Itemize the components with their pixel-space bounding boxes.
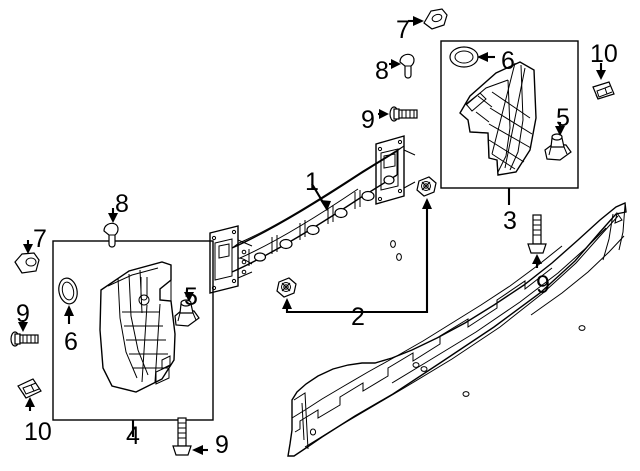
left-wedge-clip: [14, 252, 40, 274]
callout-label-6-left: 6: [64, 328, 78, 356]
callout-arrow-10l: [25, 397, 35, 407]
bumper-reinforcement-beam: [209, 135, 416, 294]
callout-arrow-5r: [555, 126, 565, 136]
nut-upper-right: [416, 176, 437, 197]
left-side-bracket-part: [99, 261, 176, 393]
callout-label-4: 4: [126, 422, 140, 450]
callout-label-1: 1: [305, 168, 319, 196]
callout-arrow-6l: [64, 305, 74, 316]
callout-label-9-right: 9: [536, 271, 550, 299]
left-flange-bolt: [10, 331, 39, 347]
left-retainer-clip: [174, 299, 200, 327]
left-push-pin: [103, 222, 119, 248]
callout-arrow-5l: [184, 292, 194, 302]
callout-arrow-2a: [282, 298, 292, 309]
callout-arrow-8t: [391, 59, 401, 69]
callout-label-8-left: 8: [115, 190, 129, 218]
callout-label-9-top: 9: [361, 106, 375, 134]
callout-label-8-top: 8: [375, 57, 389, 85]
callout-arrow-1: [320, 200, 331, 211]
callout-arrow-10r: [596, 70, 606, 80]
right-side-bracket-part: [459, 61, 537, 176]
callout-label-6-right: 6: [501, 47, 515, 75]
top-wedge-clip: [423, 8, 448, 30]
callout-label-7-top: 7: [396, 16, 410, 44]
rear-bumper-cover: [287, 201, 627, 457]
callout-arrow-6r: [477, 52, 488, 62]
callout-arrow-9t: [379, 109, 389, 119]
callout-label-10-right: 10: [590, 40, 618, 68]
callout-arrow-9l: [18, 322, 28, 332]
callout-label-5-right: 5: [556, 104, 570, 132]
callout-arrow-9b: [192, 445, 203, 455]
right-grommet: [449, 46, 479, 68]
callout-arrow-8l: [108, 213, 118, 223]
left-grommet: [58, 277, 78, 305]
right-long-bolt: [527, 214, 547, 254]
callout-arrow-9r: [532, 254, 542, 264]
top-flange-bolt: [389, 106, 418, 122]
callout-label-5-left: 5: [184, 283, 198, 311]
top-push-pin: [399, 53, 415, 79]
callout-label-3: 3: [503, 207, 517, 235]
reinforcement-nuts: [276, 176, 437, 298]
callout-label-7-left: 7: [33, 225, 47, 253]
callout-arrow-2b: [422, 198, 432, 209]
right-retainer-clip: [544, 133, 572, 161]
callout-arrow-7t: [413, 16, 424, 26]
callout-label-9-left: 9: [16, 300, 30, 328]
bottom-long-bolt: [172, 417, 192, 456]
left-square-nut: [17, 378, 42, 399]
right-square-nut: [592, 81, 615, 100]
nut-lower-left: [276, 277, 297, 298]
callout-label-9-bottom: 9: [215, 431, 229, 459]
callout-label-10-left: 10: [24, 418, 52, 446]
callout-label-2: 2: [351, 303, 365, 331]
callout-arrow-7l: [23, 244, 33, 254]
